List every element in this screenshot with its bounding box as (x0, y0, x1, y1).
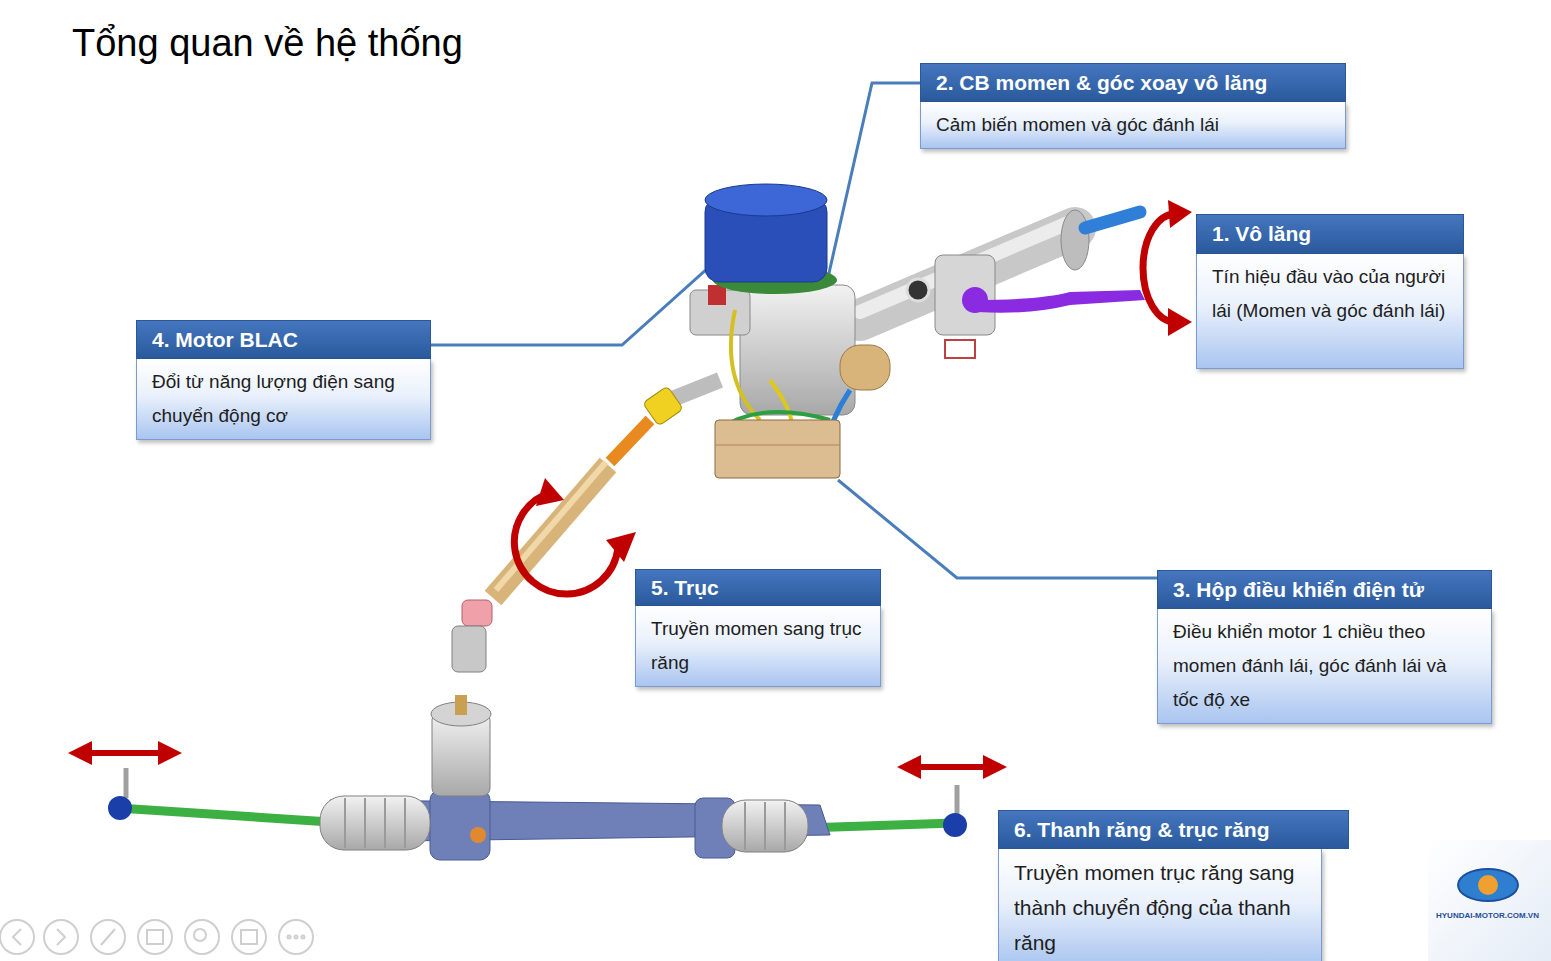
callout-body: Điều khiển motor 1 chiều theo momen đánh… (1157, 609, 1492, 724)
motor-top (705, 184, 827, 216)
callout-body: Truyền momen trục răng sang thành chuyển… (998, 849, 1322, 961)
slide-title: Tổng quan về hệ thống (72, 22, 463, 65)
rack-bellows (320, 796, 430, 850)
arrow-head (1168, 200, 1192, 228)
linear-arrow (88, 750, 162, 756)
watermark-panel (1428, 840, 1551, 961)
linear-arrow (916, 764, 988, 770)
gear-housing (740, 285, 855, 415)
bellows-rib (384, 798, 386, 848)
rack-plug (470, 827, 486, 843)
bellows-rib (404, 798, 406, 848)
ball-stud (124, 768, 129, 798)
ball-stud (955, 785, 960, 815)
callout-body: Truyền momen sang trục răng (635, 606, 881, 687)
control-icon (101, 929, 115, 945)
ball-joint (108, 796, 132, 820)
control-button (44, 920, 78, 954)
watermark-car (1458, 869, 1518, 901)
callout-heading: 1. Vô lăng (1196, 214, 1464, 254)
tan-connector (840, 345, 890, 390)
control-button (232, 920, 266, 954)
watermark-text: HYUNDAI-MOTOR.COM.VN (1436, 911, 1539, 920)
arrow-head (536, 478, 564, 506)
callout-heading: 6. Thanh răng & trục răng (998, 810, 1349, 849)
column-bracket (935, 255, 995, 335)
u-joint (462, 600, 492, 626)
ecu-edge (715, 445, 840, 446)
shaft-highlight (496, 462, 606, 590)
callout-heading: 5. Trục (635, 569, 881, 606)
control-icon (13, 929, 21, 945)
column-shaft-end (1085, 212, 1140, 228)
tilt-lever (975, 290, 1145, 313)
callout-body: Đổi từ năng lượng điện sang chuyển động … (136, 359, 431, 440)
control-button (0, 920, 34, 954)
callout-box: 2. CB momen & góc xoay vô lăngCảm biến m… (920, 63, 1346, 149)
control-icon (241, 930, 257, 944)
control-button (91, 920, 125, 954)
bellows-rib (344, 798, 346, 848)
rotation-arrow (1143, 214, 1175, 322)
bellows-rib (764, 802, 766, 850)
control-icon (194, 929, 206, 941)
callout-box: 5. TrụcTruyền momen sang trục răng (635, 569, 881, 687)
control-button (185, 920, 219, 954)
pinion-stud (455, 695, 467, 715)
shaft-tube (493, 465, 608, 598)
bellows-ribs (345, 798, 785, 850)
ball-joint (943, 813, 967, 837)
rack-bellows (722, 800, 808, 852)
slide-controls (0, 920, 313, 954)
column-collar (1061, 210, 1089, 270)
control-icon (295, 936, 298, 939)
control-button (279, 920, 313, 954)
arrow-head (68, 741, 92, 765)
arrow-head (983, 755, 1007, 779)
control-icon (57, 929, 65, 945)
ecu-box (715, 420, 840, 478)
callout-body: Cảm biến momen và góc đánh lái (920, 102, 1346, 149)
arrow-head (606, 532, 636, 562)
control-button (138, 920, 172, 954)
callout-heading: 2. CB momen & góc xoay vô lăng (920, 63, 1346, 102)
callout-box: 3. Hộp điều khiển điện tửĐiều khiển moto… (1157, 570, 1492, 724)
arrow-head (897, 755, 921, 779)
bellows-rib (784, 802, 786, 850)
shaft-upper (670, 380, 720, 400)
callout-box: 1. Vô lăngTín hiệu đầu vào của người lái… (1196, 214, 1464, 369)
bellows-rib (364, 798, 366, 848)
control-icon (302, 936, 305, 939)
callout-box: 6. Thanh răng & trục răngTruyền momen tr… (998, 810, 1349, 961)
callout-heading: 4. Motor BLAC (136, 320, 431, 359)
bracket-clip (945, 340, 975, 358)
watermark-wheel (1478, 875, 1498, 895)
tie-rod (118, 808, 330, 822)
arrow-head (1168, 308, 1192, 336)
column-bolt (907, 279, 929, 301)
callout-heading: 3. Hộp điều khiển điện tử (1157, 570, 1492, 609)
pinion-housing-base (430, 790, 490, 860)
pinion-yoke (452, 626, 486, 672)
connector-red (708, 285, 726, 305)
callout-box: 4. Motor BLACĐổi từ năng lượng điện sang… (136, 320, 431, 440)
wire (731, 310, 760, 420)
control-icon (147, 930, 163, 944)
arrow-head (158, 741, 182, 765)
rotation-arrow (514, 492, 618, 594)
callout-body: Tín hiệu đầu vào của người lái (Momen và… (1196, 254, 1464, 369)
bellows-rib (744, 802, 746, 850)
leader-line (838, 480, 1157, 578)
control-icon (288, 936, 291, 939)
shaft-spline (610, 420, 650, 462)
